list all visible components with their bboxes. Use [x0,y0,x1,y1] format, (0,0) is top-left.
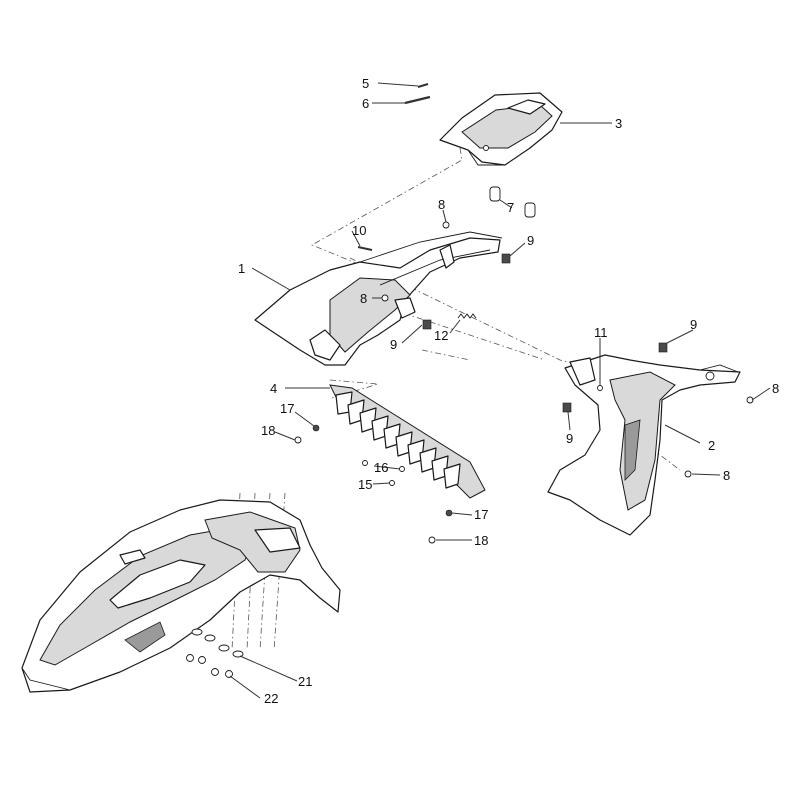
callout-7: 7 [507,200,514,215]
callout-9c: 9 [690,317,697,332]
part-4-louver [329,384,486,499]
callout-8b: 8 [360,291,367,306]
hardware [186,82,754,678]
callout-9d: 9 [566,431,573,446]
callout-1: 1 [238,261,245,276]
callout-9a: 9 [527,233,534,248]
leader-lines [229,82,771,699]
callout-12: 12 [434,328,448,343]
callout-18a: 18 [261,423,275,438]
callout-16: 16 [374,460,388,475]
callout-15: 15 [358,477,372,492]
callout-21: 21 [298,674,312,689]
callout-17a: 17 [280,401,294,416]
callout-2: 2 [708,438,715,453]
callout-11: 11 [594,325,608,340]
callout-labels: 1 2 3 4 5 6 7 8 8 8 8 9 9 9 9 10 11 12 1… [238,76,779,706]
callout-3: 3 [615,116,622,131]
callout-4: 4 [270,381,277,396]
callout-10: 10 [352,223,366,238]
part-2-right-shroud [547,354,741,536]
callout-22: 22 [264,691,278,706]
callout-6: 6 [362,96,369,111]
callout-8d: 8 [723,468,730,483]
callout-8c: 8 [772,381,779,396]
callout-18b: 18 [474,533,488,548]
callout-17b: 17 [474,507,488,522]
part-1-left-shroud [254,231,503,366]
louver-fins [335,391,461,489]
callout-5: 5 [362,76,369,91]
callout-9b: 9 [390,337,397,352]
front-fender [21,499,341,693]
callout-8a: 8 [438,197,445,212]
part-3-upper-cover [439,92,563,166]
